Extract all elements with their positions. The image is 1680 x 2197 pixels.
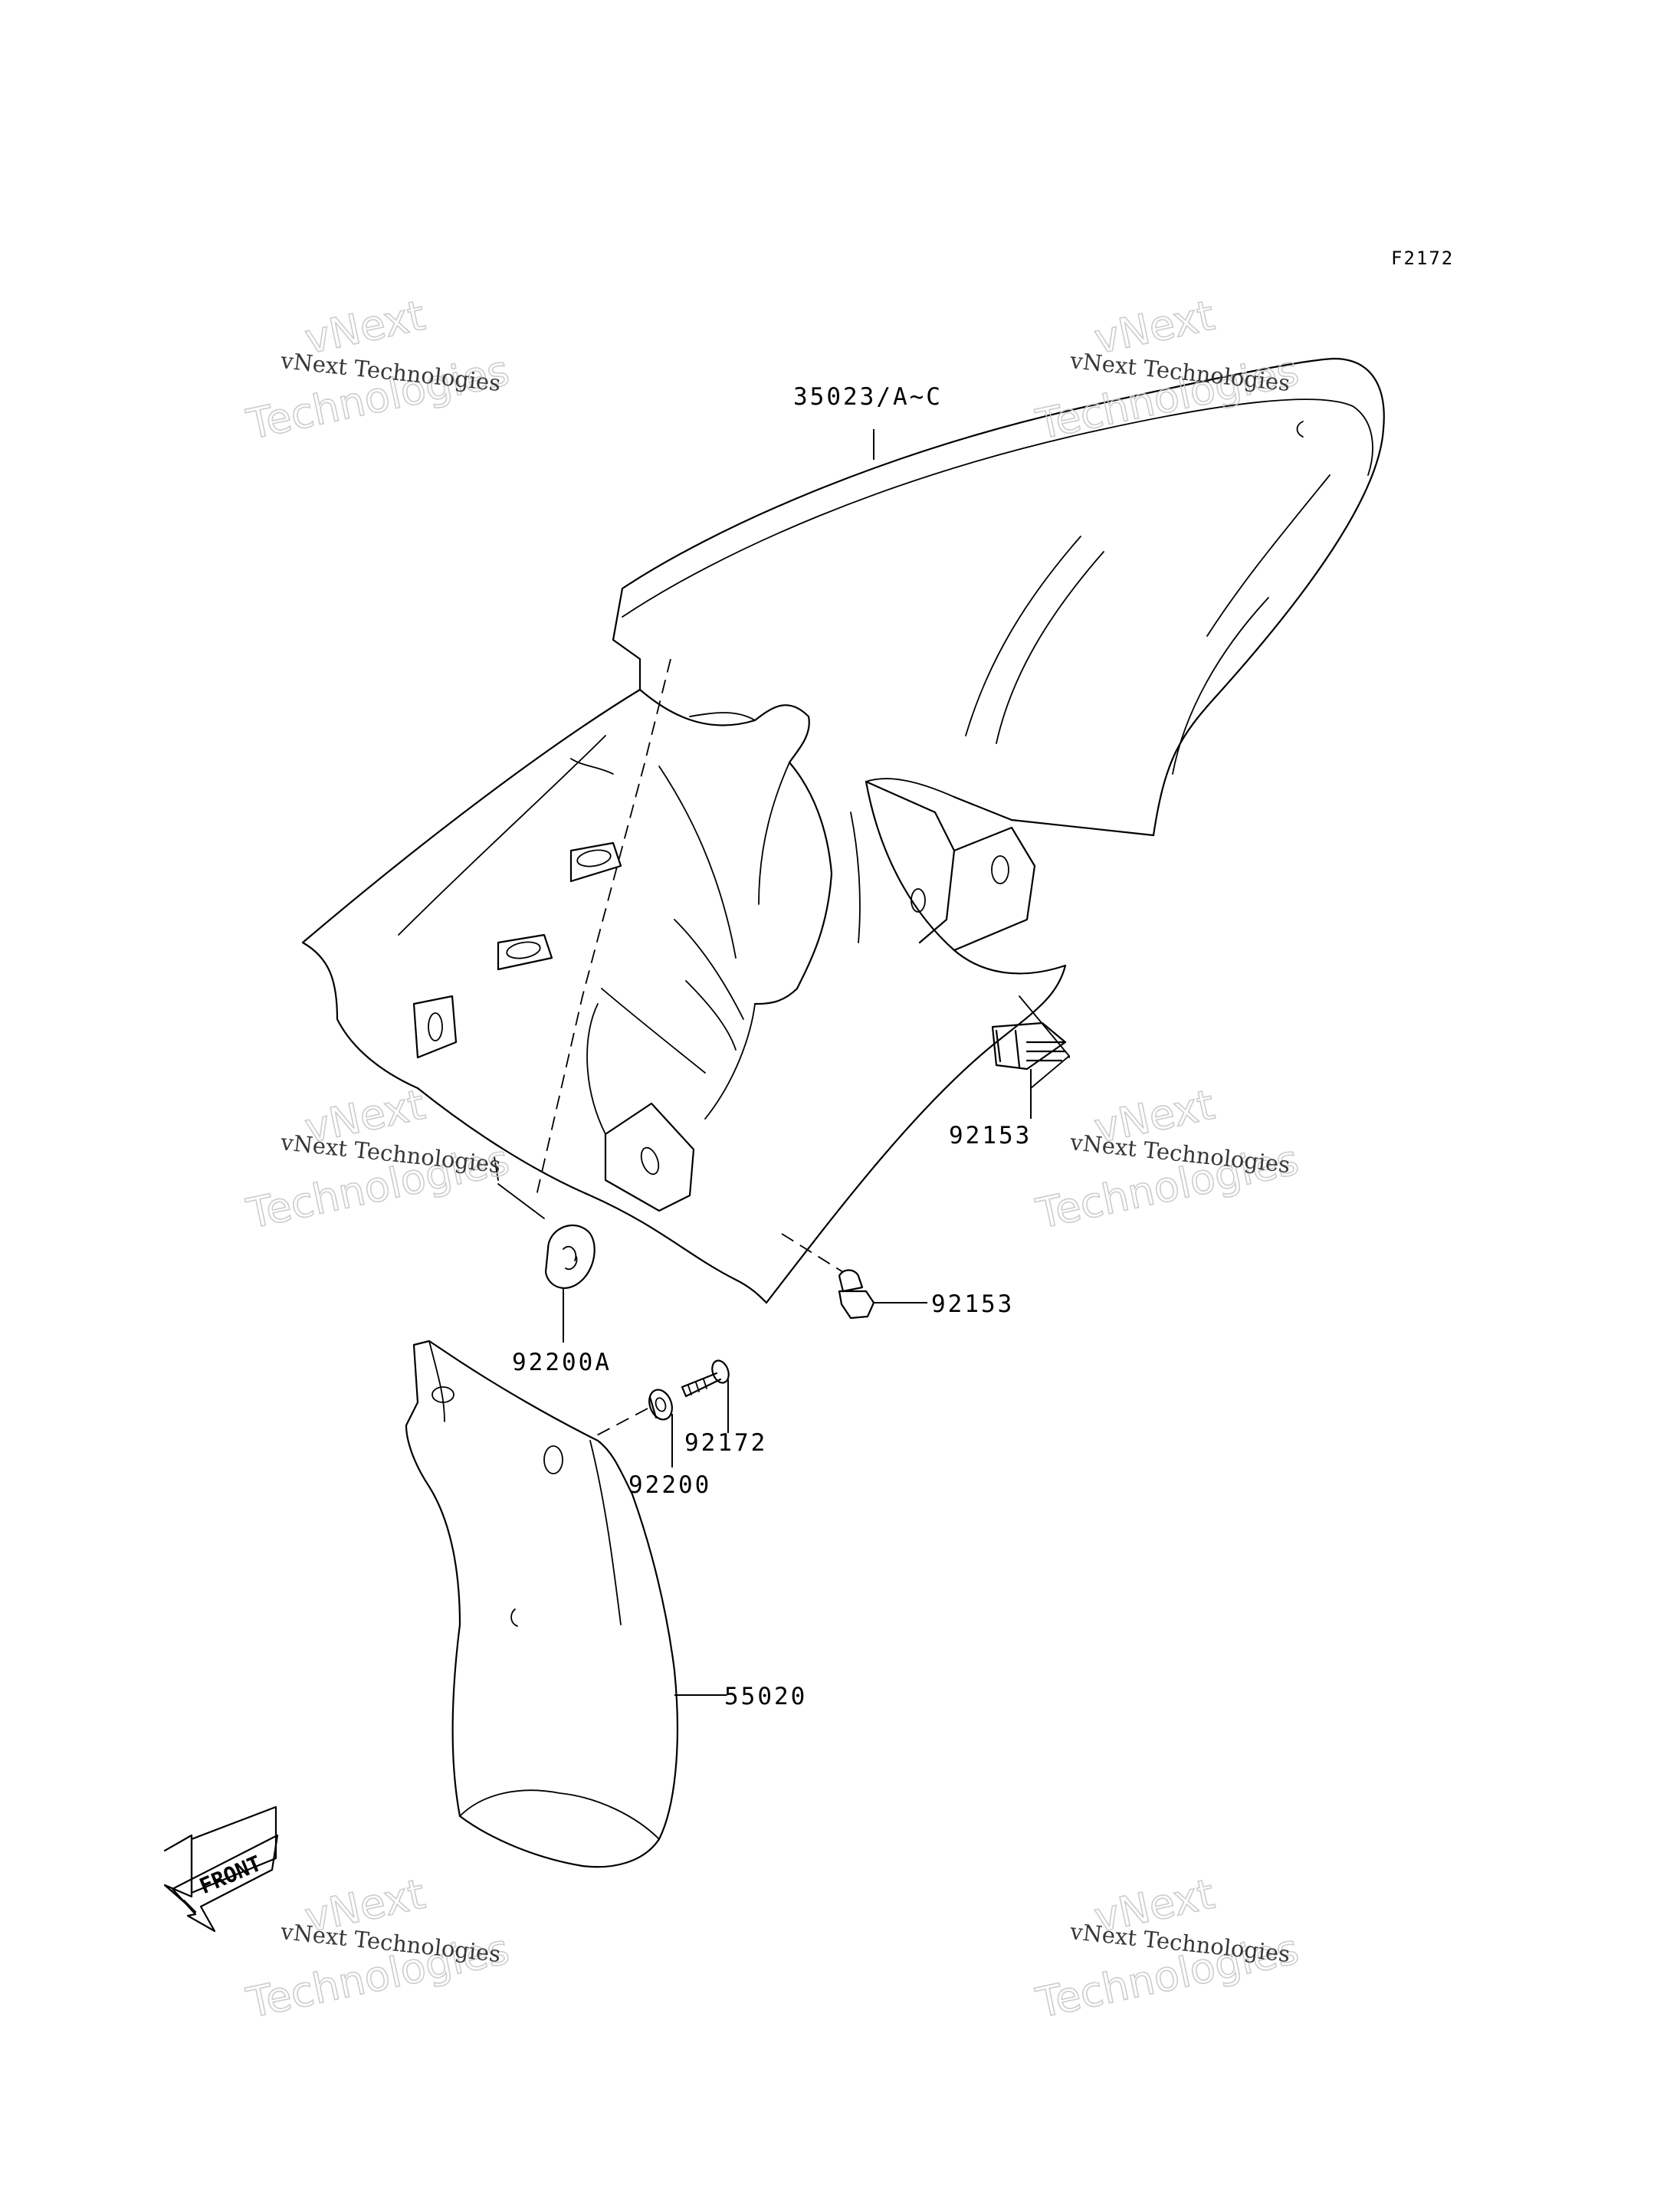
bolt-92153-lower [781, 1233, 875, 1320]
washer-92200 [648, 1389, 673, 1421]
bolt-92153-upper [991, 995, 1070, 1089]
flap-55020 [405, 1340, 679, 1868]
watermark-top-left: vNext Technologies vNext Technologies [241, 290, 514, 450]
damper-92200A [494, 1156, 596, 1289]
screw-92172 [681, 1359, 730, 1398]
figure-code: F2172 [1391, 248, 1454, 269]
watermark-top-right: vNext Technologies vNext Technologies [1031, 290, 1303, 450]
watermark-bottom-right: vNext Technologies vNext Technologies [1031, 1869, 1303, 2028]
label-screw: 92172 [684, 1429, 767, 1457]
label-bolt-lower: 92153 [931, 1290, 1014, 1318]
watermark-bottom-left: vNext Technologies vNext Technologies [241, 1869, 514, 2028]
front-arrow-icon: FRONT [163, 1805, 279, 1933]
label-rear-fender: 35023/A~C [793, 383, 943, 411]
watermark-mid-left: vNext Technologies vNext Technologies [241, 1080, 514, 1239]
label-washer: 92200 [628, 1471, 711, 1499]
washer-centerline [593, 1408, 648, 1438]
label-damper: 92200A [512, 1349, 612, 1376]
label-bolt-upper: 92153 [949, 1122, 1032, 1149]
rear-fender-drawing [301, 357, 1385, 1304]
watermark-mid-right: vNext Technologies vNext Technologies [1031, 1080, 1303, 1239]
label-flap: 55020 [724, 1683, 807, 1710]
